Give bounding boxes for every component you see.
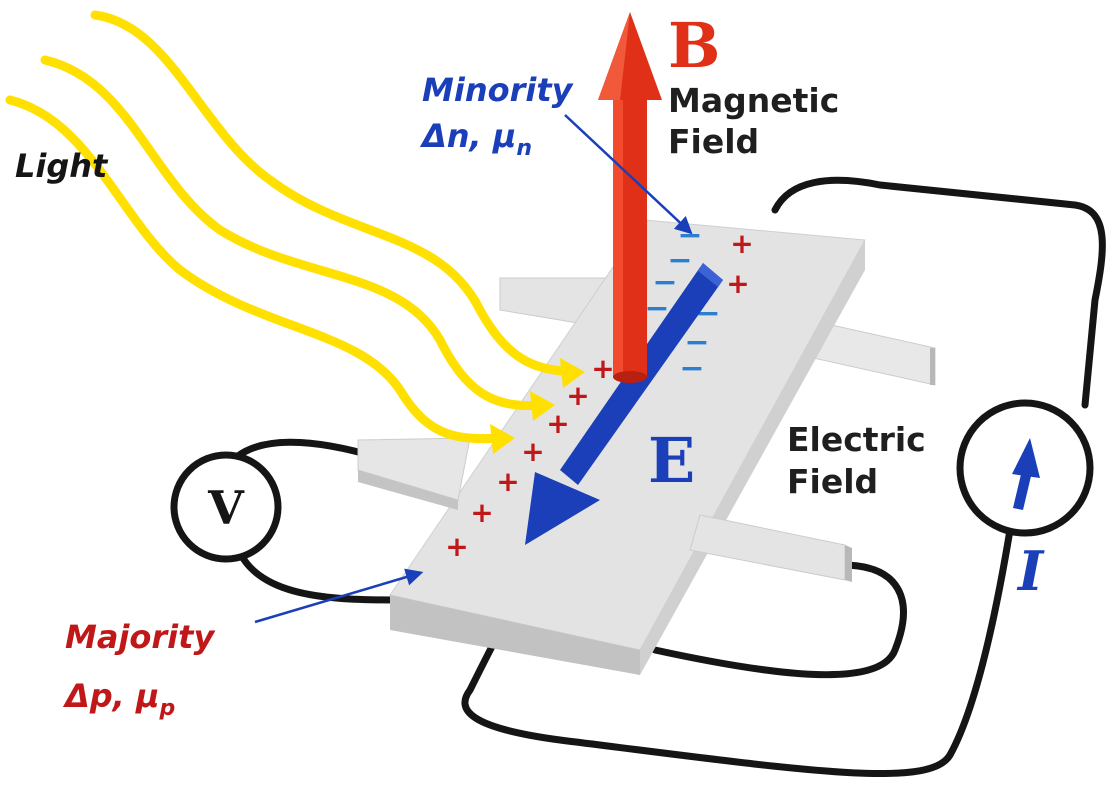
plus-charge: + xyxy=(546,407,569,440)
light-label: Light xyxy=(15,147,109,185)
right-contact-wire xyxy=(651,561,907,679)
plus-charge: + xyxy=(496,465,519,498)
majority-pointer xyxy=(254,568,424,624)
minority-params-main: Δn, μ xyxy=(419,117,516,155)
light-rays xyxy=(5,10,580,444)
b-symbol: B xyxy=(668,9,720,82)
electric-field-label-line2: Field xyxy=(787,462,878,501)
current-loop-wire-lower xyxy=(461,526,1014,778)
light-ray-arrowheads xyxy=(490,358,585,454)
hall-bar-device xyxy=(357,219,936,675)
light-arrowhead-1 xyxy=(560,358,585,388)
plus-charge: + xyxy=(470,496,493,529)
minus-charge: − xyxy=(684,325,709,360)
minus-charge: − xyxy=(679,351,704,386)
plus-charge: + xyxy=(726,267,749,300)
plus-charge: + xyxy=(521,435,544,468)
magnetic-field-arrow xyxy=(598,12,662,383)
minority-params: Δn, μn xyxy=(419,117,532,161)
magnetic-field-label-line2: Field xyxy=(668,122,759,161)
magnetic-field-label-line1: Magnetic xyxy=(668,81,839,120)
current-symbol: I xyxy=(1016,539,1045,603)
minority-charges: −−−−−−− xyxy=(644,218,720,386)
voltmeter: V xyxy=(170,451,282,563)
minority-params-sub: n xyxy=(516,136,532,161)
light-arrowhead-2 xyxy=(530,391,555,421)
majority-params-main: Δp, μ xyxy=(62,677,160,715)
e-symbol: E xyxy=(648,424,695,497)
electric-field-label-line1: Electric xyxy=(787,420,926,459)
majority-charges: +++++++++ xyxy=(445,227,753,563)
light-ray-1 xyxy=(90,10,580,377)
hall-bar-side xyxy=(390,595,640,675)
plus-charge: + xyxy=(730,227,753,260)
majority-params: Δp, μp xyxy=(62,677,175,721)
minus-charge: − xyxy=(652,265,677,300)
current-direction-icon xyxy=(1012,438,1040,510)
plus-charge: + xyxy=(445,530,468,563)
light-ray-2 xyxy=(40,55,550,410)
plus-charge: + xyxy=(566,379,589,412)
majority-title: Majority xyxy=(65,618,215,656)
minority-pointer xyxy=(564,114,693,235)
minority-title: Minority xyxy=(422,71,574,109)
plus-charge: + xyxy=(591,352,614,385)
minus-charge: − xyxy=(667,243,692,278)
majority-params-sub: p xyxy=(159,696,176,721)
current-loop-wire xyxy=(771,176,1106,409)
voltmeter-symbol: V xyxy=(207,481,245,535)
ammeter xyxy=(956,399,1094,537)
light-arrowhead-3 xyxy=(490,424,515,454)
light-ray-3 xyxy=(5,95,510,444)
